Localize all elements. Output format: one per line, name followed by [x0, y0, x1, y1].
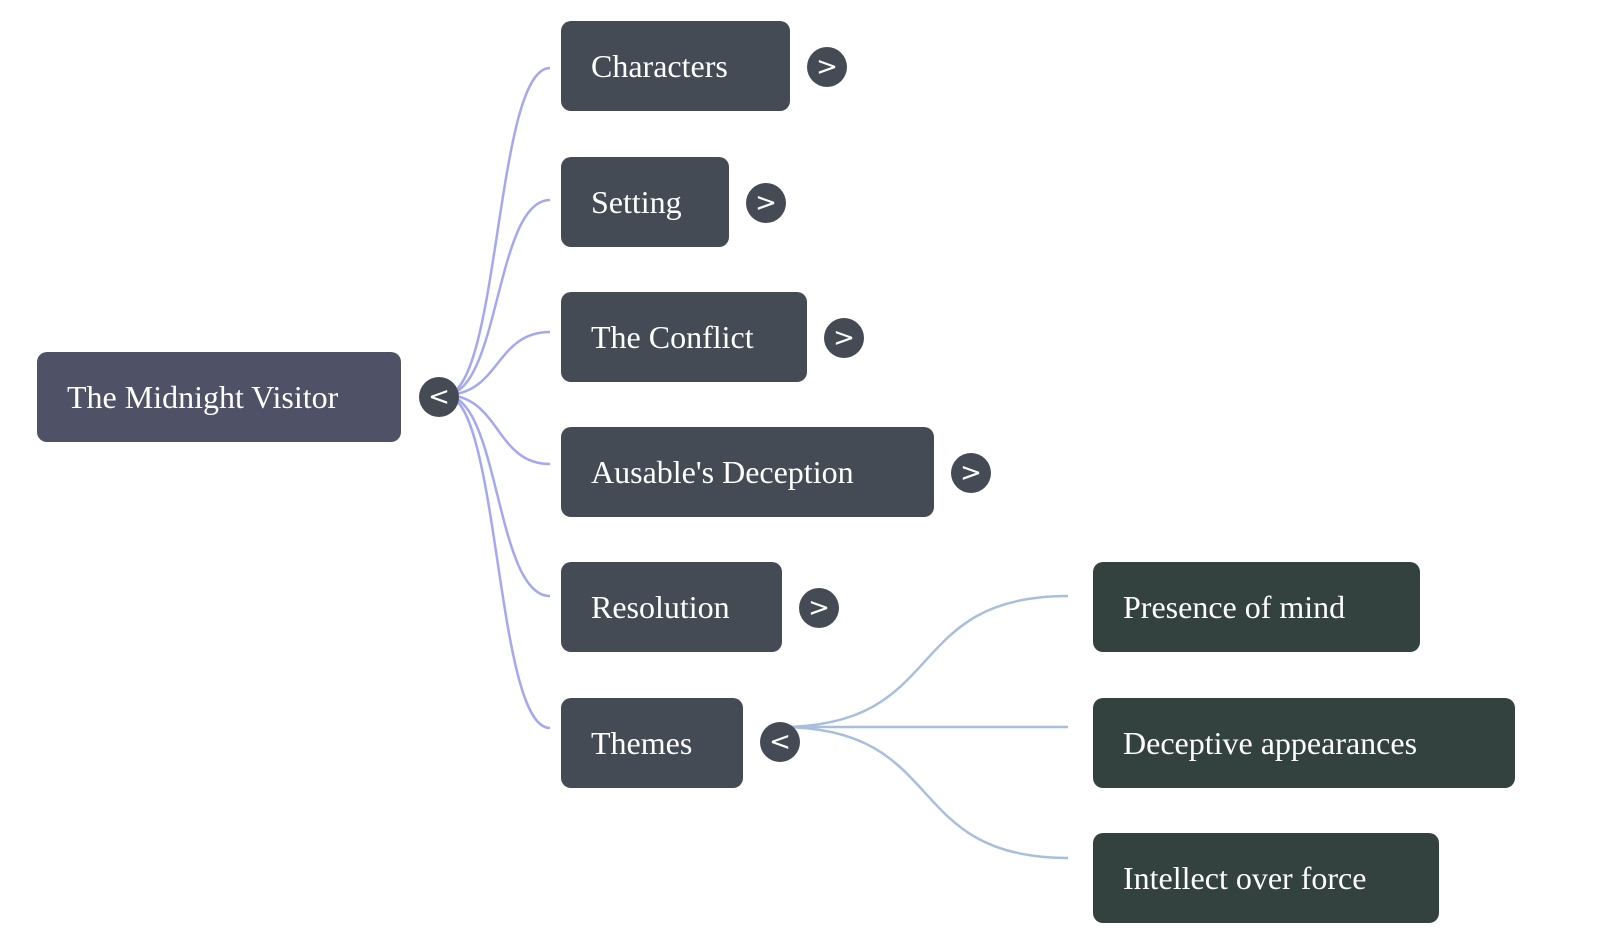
branch-node-label: Themes [591, 724, 693, 761]
chevron-right-icon: > [816, 52, 838, 82]
branch-node-label: The Conflict [591, 318, 754, 355]
branch-node-characters[interactable]: Characters [561, 21, 790, 111]
chevron-right-icon: > [833, 323, 855, 353]
expand-toggle-ausables-deception[interactable]: > [951, 453, 991, 493]
link-root-conflict [444, 330, 551, 397]
branch-node-the-conflict[interactable]: The Conflict [561, 292, 807, 382]
leaf-node-presence-of-mind[interactable]: Presence of mind [1093, 562, 1420, 652]
leaf-node-label: Presence of mind [1123, 588, 1346, 625]
expand-toggle-resolution[interactable]: > [799, 588, 839, 628]
chevron-left-icon: < [428, 382, 450, 412]
branch-node-label: Resolution [591, 588, 730, 625]
chevron-left-icon: < [769, 727, 791, 757]
leaf-node-deceptive-appearances[interactable]: Deceptive appearances [1093, 698, 1515, 788]
leaf-node-label: Deceptive appearances [1123, 724, 1418, 761]
link-root-deception [444, 393, 551, 466]
leaf-node-intellect-over-force[interactable]: Intellect over force [1093, 833, 1439, 923]
branch-node-resolution[interactable]: Resolution [561, 562, 782, 652]
collapse-toggle-themes[interactable]: < [760, 722, 800, 762]
branch-node-setting[interactable]: Setting [561, 157, 729, 247]
link-themes-intellect [779, 725, 1069, 860]
expand-toggle-setting[interactable]: > [746, 183, 786, 223]
chevron-right-icon: > [808, 593, 830, 623]
link-root-themes [444, 393, 551, 730]
branch-node-label: Characters [591, 47, 728, 84]
branch-node-ausables-deception[interactable]: Ausable's Deception [561, 427, 934, 517]
branch-node-label: Setting [591, 183, 682, 220]
collapse-toggle-root[interactable]: < [419, 377, 459, 417]
link-root-resolution [444, 393, 551, 598]
branch-node-themes[interactable]: Themes [561, 698, 743, 788]
chevron-right-icon: > [960, 458, 982, 488]
expand-toggle-the-conflict[interactable]: > [824, 318, 864, 358]
leaf-node-label: Intellect over force [1123, 859, 1367, 896]
link-root-characters [444, 66, 551, 397]
root-node-label: The Midnight Visitor [67, 378, 339, 415]
chevron-right-icon: > [755, 188, 777, 218]
root-node[interactable]: The Midnight Visitor [37, 352, 401, 442]
branch-node-label: Ausable's Deception [591, 453, 854, 490]
expand-toggle-characters[interactable]: > [807, 47, 847, 87]
link-root-setting [444, 198, 551, 397]
